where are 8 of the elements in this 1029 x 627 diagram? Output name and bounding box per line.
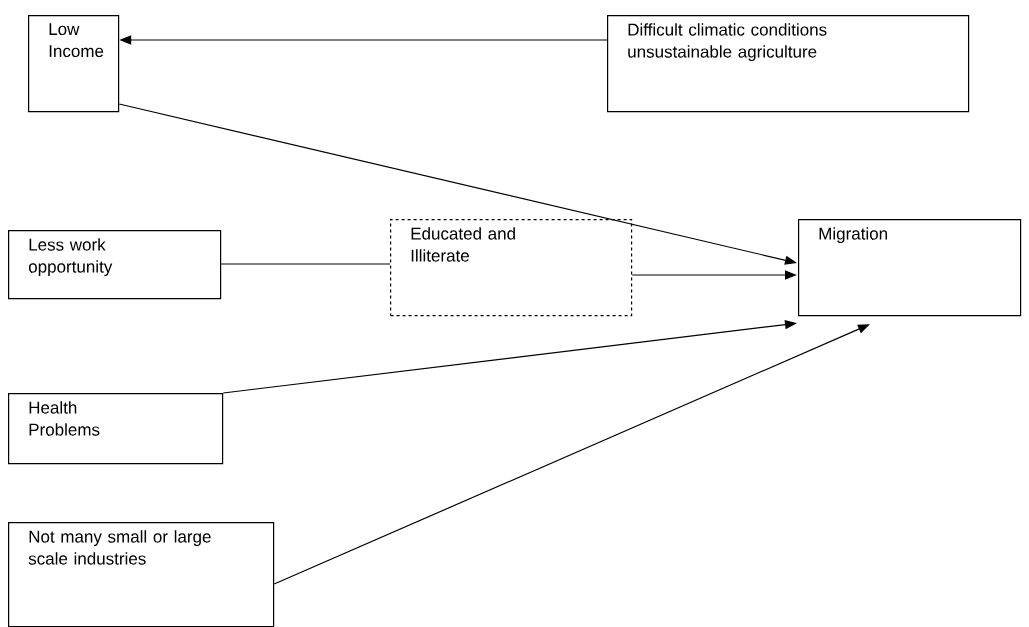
arrow [273,324,870,585]
factor-box: Migration [798,219,1022,317]
factor-box: Not many small or large scale industries [8,522,275,627]
factor-box: Health Problems [8,393,224,465]
factor-box: Educated and Illiterate [390,219,633,317]
factor-box: Difficult climatic conditions unsustainable agriculture [607,15,970,113]
factor-box: Less work opportunity [8,230,222,300]
factor-box: Low Income [28,15,120,113]
